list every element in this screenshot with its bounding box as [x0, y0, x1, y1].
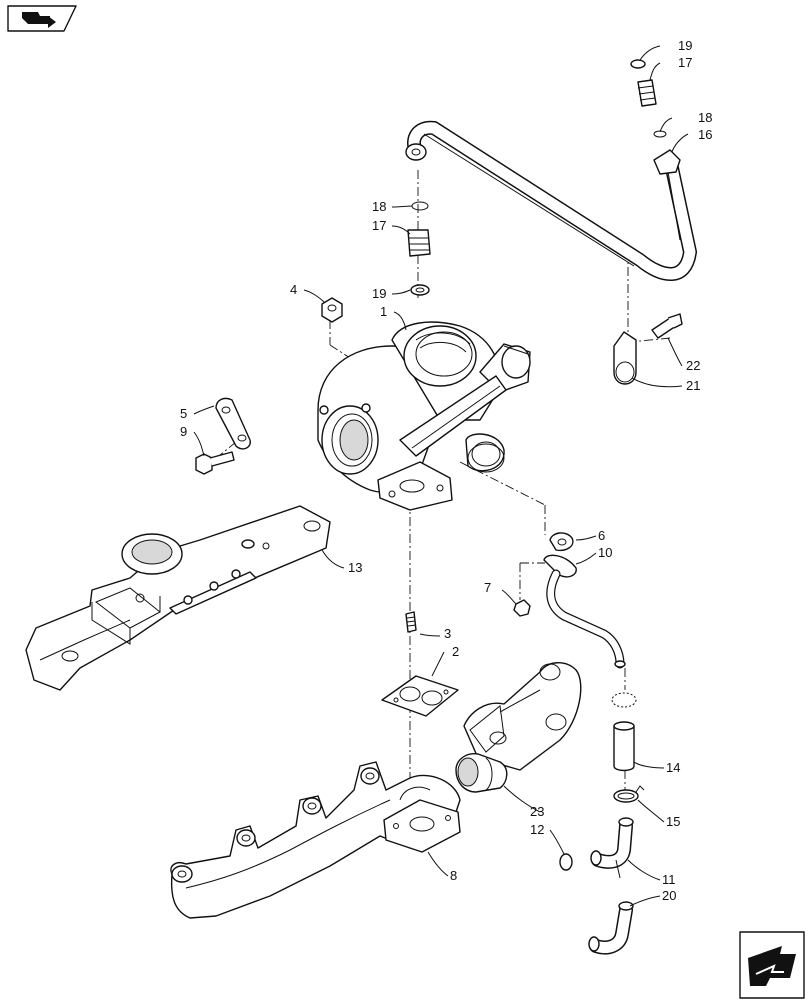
callout-22: 22: [686, 358, 700, 373]
callout-23: 23: [530, 804, 544, 819]
callout-10: 10: [598, 545, 612, 560]
drain-tube-10: [543, 554, 626, 669]
o-ring-12: [559, 853, 573, 871]
callout-4: 4: [290, 282, 297, 297]
callout-17-upper: 17: [678, 55, 692, 70]
callout-7: 7: [484, 580, 491, 595]
elbow-tube-20: [588, 901, 634, 955]
clamp-upper: [611, 692, 637, 708]
stud-3: [405, 611, 417, 633]
callout-19-lower: 19: [372, 286, 386, 301]
bolt-7: [513, 599, 531, 617]
fitting-17-lower: [407, 201, 431, 296]
fitting-17-upper: [630, 59, 667, 138]
callout-5: 5: [180, 406, 187, 421]
hose-14: [613, 721, 635, 772]
callout-20: 20: [662, 888, 676, 903]
callout-1: 1: [380, 304, 387, 319]
bolt-22: [651, 313, 683, 339]
callout-8: 8: [450, 868, 457, 883]
callout-16: 16: [698, 127, 712, 142]
callout-21: 21: [686, 378, 700, 393]
exhaust-manifold-8: [170, 761, 461, 919]
nut-4: [321, 297, 343, 323]
gasket-6: [549, 532, 574, 552]
leader-lines: [193, 45, 689, 907]
callout-3: 3: [444, 626, 451, 641]
callout-labels: 19 17 18 16 18 17 19 4 1 22 21 5 9 13 6 …: [180, 38, 712, 903]
gasket-2: [381, 675, 459, 717]
callout-17-lower: 17: [372, 218, 386, 233]
callout-12: 12: [530, 822, 544, 837]
callout-14: 14: [666, 760, 680, 775]
ring-gasket: [467, 443, 505, 473]
next-page-arrow-icon[interactable]: [739, 931, 805, 999]
turbocharger: [317, 321, 531, 511]
elbow-tube-11: [590, 817, 634, 879]
callout-19-upper: 19: [678, 38, 692, 53]
bolt-9: [195, 451, 235, 475]
bracket-5: [215, 397, 251, 450]
sleeve-23: [455, 753, 508, 793]
callout-13: 13: [348, 560, 362, 575]
callout-18-lower: 18: [372, 199, 386, 214]
callout-11: 11: [662, 872, 676, 887]
clip-bracket-21: [613, 331, 637, 385]
exhaust-manifold-rear: [463, 662, 582, 771]
heat-shield-13: [25, 505, 331, 691]
callout-2: 2: [452, 644, 459, 659]
callout-6: 6: [598, 528, 605, 543]
book-arrow-icon[interactable]: [7, 5, 77, 32]
callout-15: 15: [666, 814, 680, 829]
oil-feed-tube: [405, 120, 698, 281]
callout-18-upper: 18: [698, 110, 712, 125]
callout-9: 9: [180, 424, 187, 439]
clamp-15: [613, 785, 645, 803]
